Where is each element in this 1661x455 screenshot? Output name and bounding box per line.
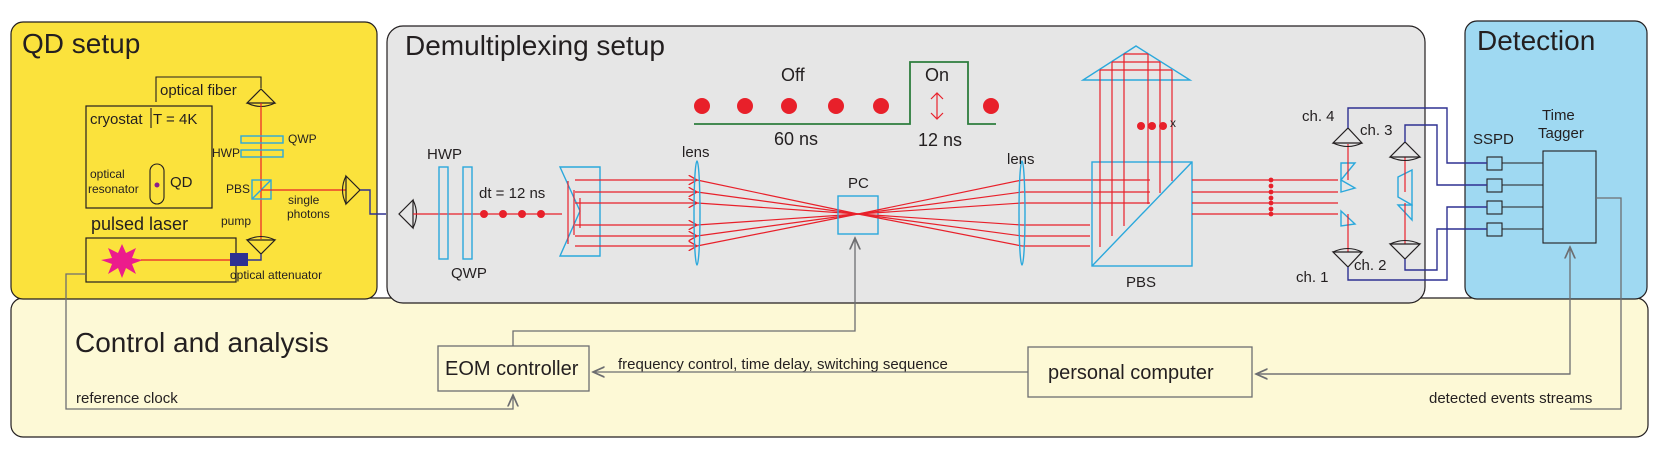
- control-title: Control and analysis: [75, 327, 329, 358]
- off-label: Off: [781, 65, 806, 85]
- fiber-coupler-bottom-icon: [245, 239, 277, 255]
- demux-title: Demultiplexing setup: [405, 30, 665, 61]
- optical-label: optical: [90, 167, 125, 181]
- ch1-coupler-icon: [1331, 247, 1364, 268]
- demux-group: HWP QWP dt = 12 ns: [398, 45, 1422, 291]
- off-duration-label: 60 ns: [774, 129, 818, 149]
- qwp-label-qd: QWP: [288, 132, 317, 146]
- beams-to-channels: [1192, 179, 1338, 215]
- optical-fiber-line: [155, 76, 262, 102]
- ch1-label: ch. 1: [1296, 269, 1329, 286]
- pc-label: PC: [848, 175, 869, 192]
- freq-control-label: frequency control, time delay, switching…: [618, 356, 948, 373]
- on-label: On: [925, 65, 949, 85]
- demux-qwp-plate: [462, 166, 473, 260]
- personal-computer-label: personal computer: [1048, 362, 1214, 384]
- right-lens-label: lens: [1007, 151, 1035, 168]
- channel-fibers: [1347, 107, 1487, 281]
- qd-setup-title: QD setup: [22, 28, 140, 59]
- optical-fiber-label: optical fiber: [160, 82, 237, 99]
- left-prism-mirror: [558, 166, 601, 257]
- on-duration-label: 12 ns: [918, 130, 962, 150]
- demux-panel: [386, 25, 1426, 304]
- ch2-coupler-icon: [1388, 239, 1422, 260]
- pbs-label-qd: PBS: [226, 182, 250, 196]
- ch4-label: ch. 4: [1302, 108, 1335, 125]
- beam-fan-left: [575, 180, 859, 246]
- temperature-label: T = 4K: [153, 111, 197, 128]
- demux-hwp-plate: [438, 166, 449, 260]
- hwp-label-qd: HWP: [212, 146, 240, 160]
- time-label: Time: [1542, 107, 1575, 124]
- optical-resonator: [149, 163, 165, 205]
- optical-attenuator-icon: [230, 253, 248, 266]
- demux-pbs-label: PBS: [1126, 274, 1156, 291]
- single-label: single: [288, 193, 320, 207]
- ch3-label: ch. 3: [1360, 122, 1393, 139]
- pump-label: pump: [221, 214, 251, 228]
- left-lens-label: lens: [682, 144, 710, 161]
- tagger-label: Tagger: [1538, 125, 1584, 142]
- laser-burst-icon: [101, 244, 143, 278]
- channel-mirror-b: [1340, 178, 1357, 193]
- detection-group: SSPD Time Tagger: [1347, 107, 1597, 281]
- qd-setup-group: optical fiber cryostat T = 4K optical re…: [85, 76, 386, 283]
- demux-qwp-label: QWP: [451, 265, 487, 282]
- top-prism-mirror: [1080, 45, 1193, 81]
- resonator-label: resonator: [88, 182, 139, 196]
- detected-events-label: detected events streams: [1429, 390, 1592, 407]
- qd-setup-panel: [10, 21, 378, 300]
- demux-hwp-label: HWP: [427, 146, 462, 163]
- switching-timing-inset: Off On 60 ns 12 ns: [694, 61, 999, 150]
- photons-label: photons: [287, 207, 330, 221]
- ch2-label: ch. 2: [1354, 257, 1387, 274]
- photon-markers-out: [1268, 177, 1274, 217]
- rejected-photons: [1137, 122, 1167, 130]
- quantum-dot: [154, 182, 160, 188]
- dt-label: dt = 12 ns: [479, 185, 545, 202]
- ch3-coupler-icon: [1388, 141, 1422, 162]
- cryostat-label: cryostat: [90, 111, 143, 128]
- single-photon-coupler-icon: [345, 174, 361, 206]
- detection-title: Detection: [1477, 25, 1595, 56]
- beam-fan-right: [857, 179, 1150, 247]
- detection-panel: [1464, 20, 1648, 300]
- control-group: EOM controller personal computer frequen…: [65, 197, 1622, 410]
- ch4-coupler-icon: [1331, 127, 1364, 148]
- photon-pulse-train: [480, 210, 545, 218]
- sspd-label: SSPD: [1473, 131, 1514, 148]
- reference-clock-label: reference clock: [76, 390, 178, 407]
- hwp-plate: [240, 149, 284, 158]
- right-lens: [1018, 160, 1026, 266]
- fiber-to-demux: [360, 189, 386, 215]
- optical-attenuator-label: optical attenuator: [230, 268, 322, 282]
- left-lens: [693, 160, 701, 266]
- time-tagger-box: [1542, 150, 1597, 244]
- qd-label: QD: [170, 174, 193, 191]
- pulsed-laser-label: pulsed laser: [91, 214, 188, 234]
- eom-controller-label: EOM controller: [445, 358, 579, 380]
- x-mark: x: [1170, 116, 1176, 130]
- cryostat-box: [85, 105, 213, 209]
- timing-pulses: [694, 98, 999, 114]
- qwp-plate: [240, 135, 284, 144]
